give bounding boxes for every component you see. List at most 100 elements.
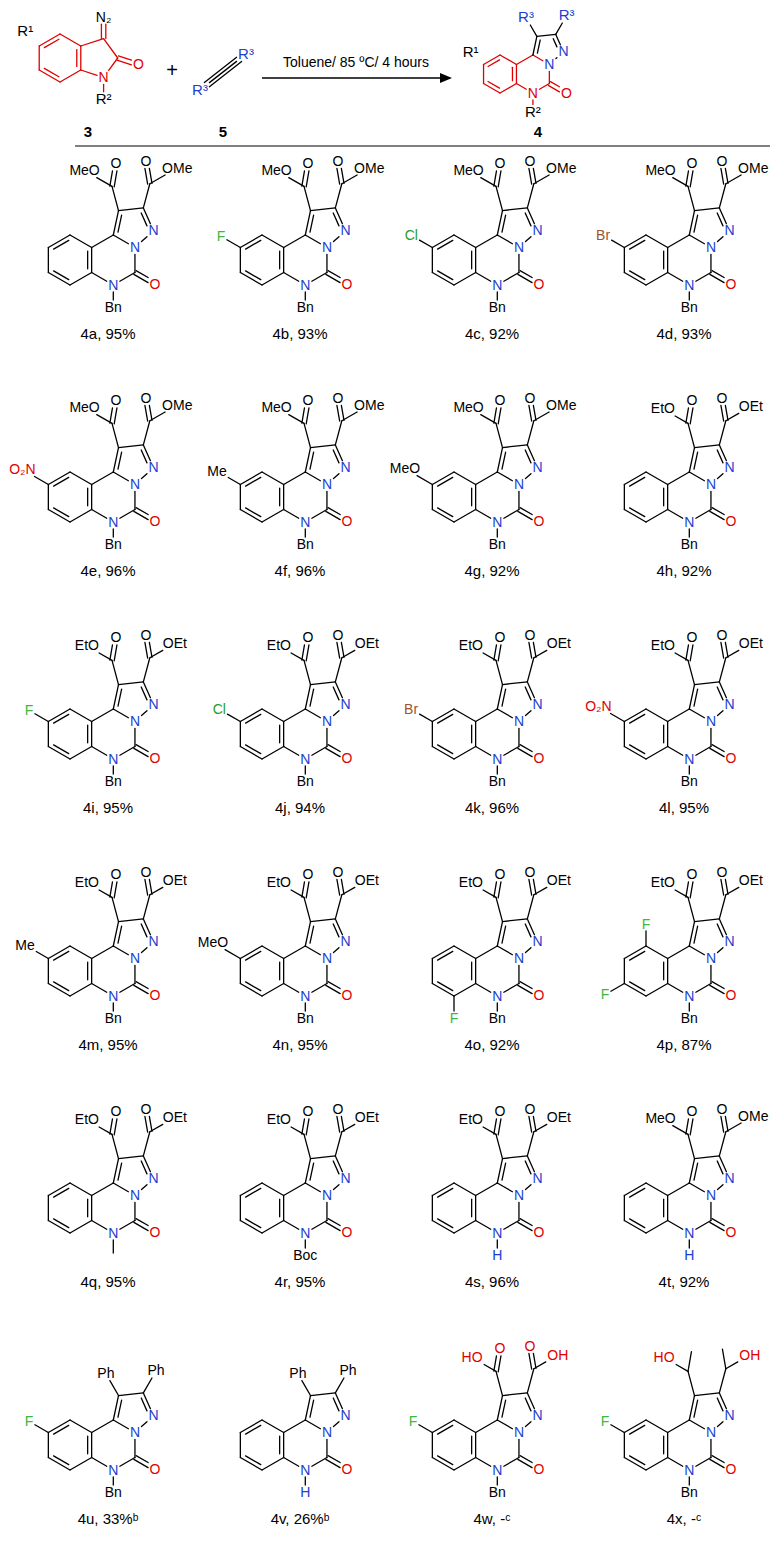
bond: [497, 235, 512, 244]
atom-label: N: [148, 1170, 158, 1187]
atom-label: N: [148, 1407, 158, 1424]
bond: [310, 689, 314, 706]
compound-label: 4x, -ᶜ: [667, 1510, 701, 1528]
bond: [646, 984, 668, 997]
bond: [504, 1458, 519, 1467]
atom-label: O: [716, 627, 727, 644]
atom-label: N: [130, 476, 140, 493]
bond: [719, 421, 725, 445]
bond: [306, 408, 309, 424]
bond: [497, 472, 512, 481]
bond: [696, 747, 711, 756]
atom-label: O: [110, 155, 121, 172]
compound-label: 4v, 26%ᵇ: [271, 1510, 330, 1528]
bond: [534, 1124, 547, 1131]
bond: [686, 645, 689, 660]
bond: [512, 67, 513, 80]
bond: [70, 510, 92, 523]
bond: [504, 747, 519, 756]
reaction-arrow: [262, 77, 442, 78]
atom-label: O: [302, 155, 313, 172]
bond: [710, 255, 711, 273]
bond: [533, 405, 536, 420]
bond: [70, 747, 92, 760]
bond: [283, 959, 284, 984]
bond: [438, 951, 453, 960]
bond: [326, 729, 327, 747]
compound-label: 4q, 95%: [80, 1273, 135, 1291]
atom-label: O: [494, 392, 505, 409]
bond: [333, 687, 339, 700]
atom-label: N: [684, 277, 694, 294]
atom-label: O: [332, 1101, 343, 1118]
bond: [262, 472, 284, 485]
bond: [99, 890, 112, 897]
bond: [668, 1420, 690, 1433]
bond: [668, 472, 690, 485]
bond: [475, 722, 476, 747]
bond: [87, 1436, 88, 1454]
bond: [488, 60, 500, 67]
bond: [624, 959, 625, 984]
bond: [504, 1221, 519, 1230]
substituent-label: R¹: [17, 22, 33, 40]
bond: [503, 445, 528, 448]
bond: [335, 658, 341, 682]
bond: [120, 1458, 135, 1467]
bond: [284, 235, 306, 248]
bond: [432, 485, 433, 510]
substituent-label: F: [25, 702, 34, 719]
atom-label: O: [494, 1103, 505, 1120]
bond: [696, 1221, 711, 1230]
bond: [503, 919, 528, 922]
bond: [246, 982, 261, 991]
bond: [454, 709, 476, 722]
bond: [454, 747, 476, 760]
bond: [134, 748, 148, 756]
bond: [668, 747, 683, 756]
bond: [91, 959, 92, 984]
bond: [725, 879, 728, 894]
bond: [134, 729, 135, 747]
bond: [502, 926, 506, 943]
atom-label: O: [140, 1101, 151, 1118]
bond: [518, 1203, 519, 1221]
bond: [302, 408, 305, 423]
bond: [302, 882, 305, 897]
compound-label: 4l, 95%: [659, 799, 709, 817]
atom-label: N: [130, 713, 140, 730]
atom-label: O: [140, 627, 151, 644]
bond: [48, 1433, 49, 1458]
atom-label: O: [110, 392, 121, 409]
bond: [690, 1119, 693, 1135]
bond: [719, 1132, 725, 1156]
bond: [92, 709, 114, 722]
bond: [279, 1199, 280, 1217]
bond: [150, 412, 165, 421]
compound-label: 4c, 92%: [465, 325, 519, 343]
substituent-label: MeO: [198, 934, 228, 951]
bond: [476, 1420, 498, 1433]
bond: [312, 510, 327, 519]
bond: [646, 273, 668, 286]
bond: [143, 895, 149, 919]
bond: [54, 508, 69, 517]
bond: [611, 1425, 624, 1433]
atom-label: O: [686, 392, 697, 409]
bond: [92, 235, 114, 248]
bond: [310, 1400, 314, 1417]
bond: [54, 982, 69, 991]
bond: [312, 1458, 327, 1467]
bond: [527, 1369, 533, 1393]
bond: [497, 709, 512, 718]
bond: [529, 642, 532, 658]
bond: [686, 408, 689, 423]
bond: [475, 248, 476, 273]
bond: [141, 687, 147, 700]
atom-label: N: [340, 1407, 350, 1424]
bond: [342, 412, 357, 421]
bond: [150, 1124, 163, 1131]
bond: [668, 984, 683, 993]
bond: [673, 178, 688, 187]
